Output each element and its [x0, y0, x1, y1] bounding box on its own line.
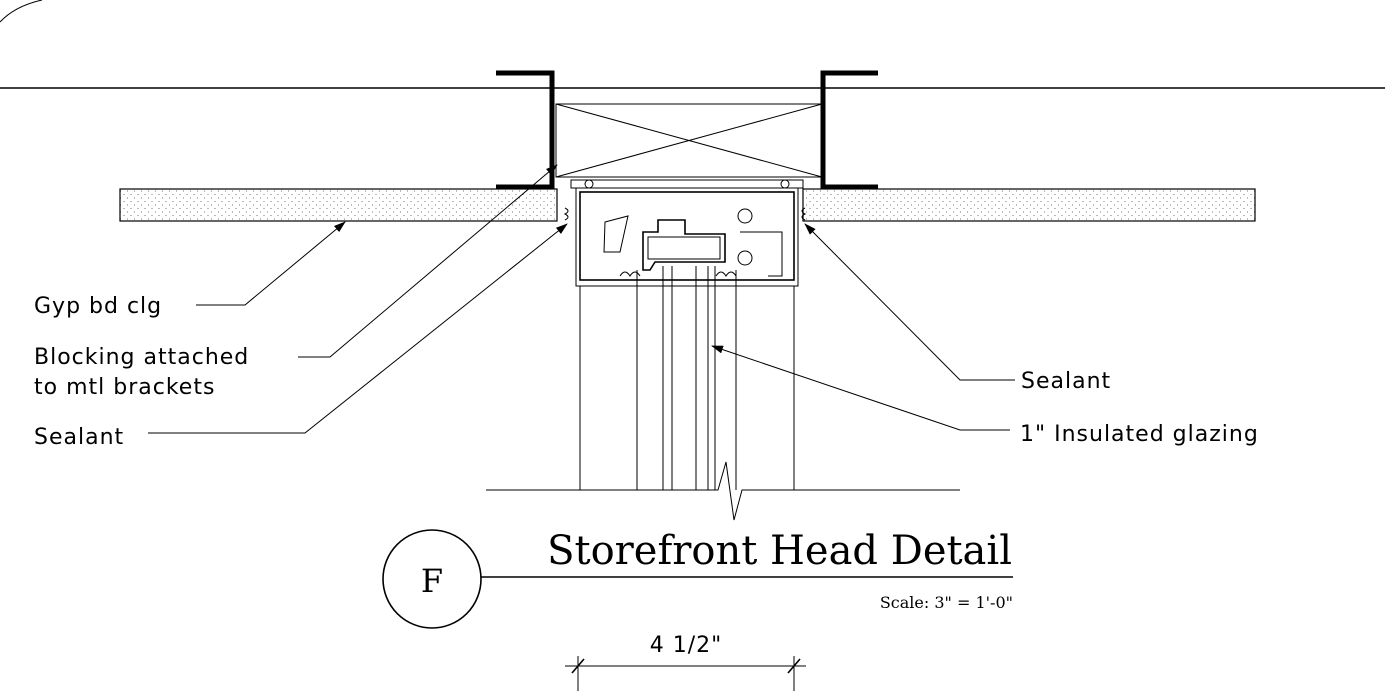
label-sealant-left: Sealant — [34, 425, 124, 450]
leader-lines — [148, 164, 1015, 434]
label-sealant-right: Sealant — [1021, 369, 1111, 394]
glazing-section — [486, 266, 960, 521]
label-gyp-bd-clg: Gyp bd clg — [34, 294, 162, 319]
wood-blocking — [555, 103, 823, 178]
metal-brackets — [496, 70, 878, 190]
dimension-line: 4 1/2" — [565, 633, 806, 691]
detail-mark: F — [421, 562, 443, 600]
gyp-board-ceiling — [119, 188, 1256, 222]
storefront-frame — [563, 179, 807, 287]
dimension-text: 4 1/2" — [650, 633, 723, 658]
drawing-title: Storefront Head Detail — [547, 528, 1012, 574]
detail-callout: F Storefront Head Detail Scale: 3" = 1'-… — [382, 528, 1013, 629]
label-insulated-glazing: 1" Insulated glazing — [1020, 422, 1259, 447]
label-blocking-line1: Blocking attached — [34, 345, 249, 370]
drawing-scale: Scale: 3" = 1'-0" — [880, 593, 1013, 612]
label-blocking-line2: to mtl brackets — [34, 375, 215, 400]
corner-arc — [0, 0, 43, 23]
